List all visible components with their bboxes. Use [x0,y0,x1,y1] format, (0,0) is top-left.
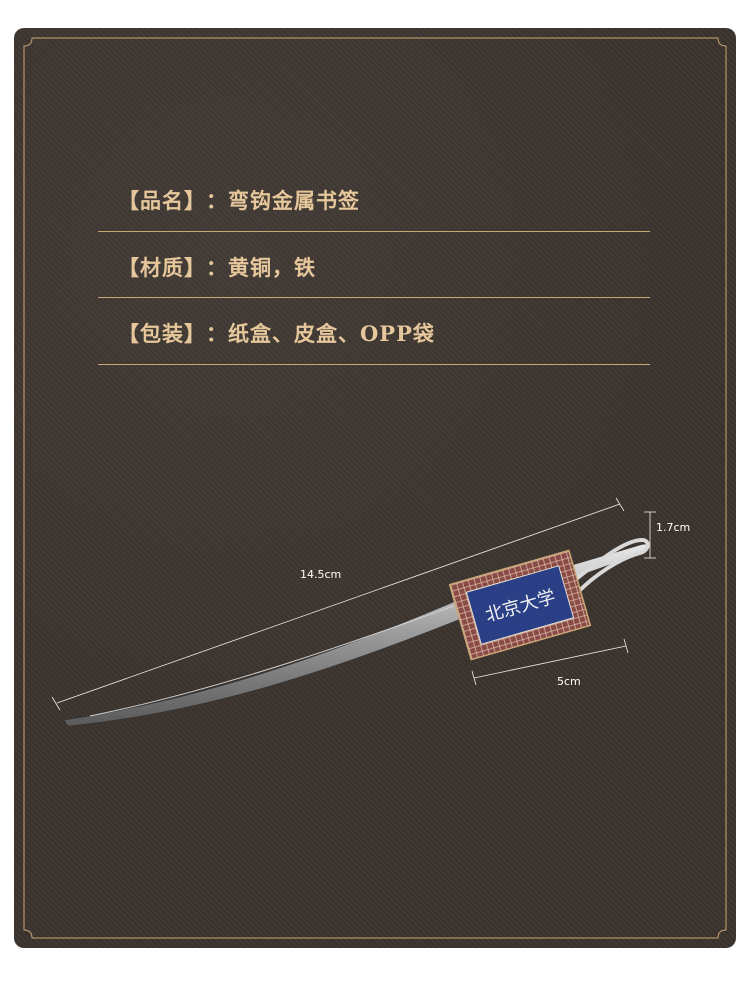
spec-row-packaging: 【包装】 ： 纸盒、皮盒、OPP袋 [118,313,658,353]
spec-name-separator: ： [206,188,228,213]
length-dimension-line [51,497,625,711]
spec-name-label: 【品名】 [118,188,206,213]
bookmark-hook [573,537,650,594]
divider-1 [98,231,650,232]
divider-2 [98,297,650,298]
length-label: 14.5cm [300,568,341,581]
spec-packaging-separator: ： [206,321,228,346]
spec-packaging-value: 纸盒、皮盒、OPP袋 [228,321,435,346]
width-label: 1.7cm [656,521,690,534]
spec-row-material: 【材质】 ： 黄铜，铁 [118,247,658,287]
spec-name-value: 弯钩金属书签 [228,188,360,213]
spec-material-label: 【材质】 [118,255,206,280]
spec-packaging-label: 【包装】 [118,321,206,346]
decorative-frame [23,37,727,939]
divider-3 [98,364,650,365]
width-dimension-line [644,511,656,559]
spec-row-name: 【品名】 ： 弯钩金属书签 [118,180,658,220]
spec-material-value: 黄铜，铁 [228,255,316,280]
plate-dimension-line [471,638,629,686]
bookmark-plate: 北京大学 [448,549,592,661]
spec-material-separator: ： [206,255,228,280]
plate-length-label: 5cm [557,675,581,688]
product-spec-panel [14,28,736,948]
